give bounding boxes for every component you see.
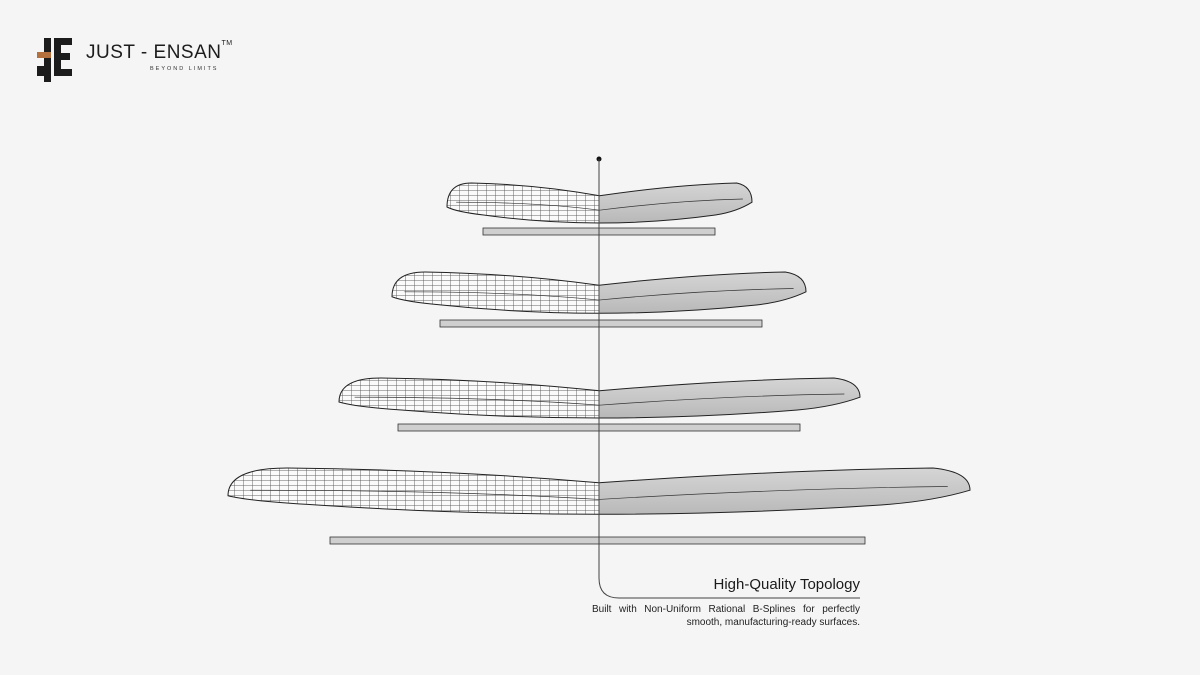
je-monogram-icon xyxy=(37,38,72,82)
tray-outline xyxy=(338,377,861,419)
callout-description: Built with Non-Uniform Rational B-Spline… xyxy=(592,604,860,628)
tray-outline xyxy=(391,271,807,314)
wireframe-half xyxy=(228,468,599,515)
brand-logo: JUST - ENSANTM BEYOND LIMITS xyxy=(36,38,236,82)
brand-tagline: BEYOND LIMITS xyxy=(150,66,219,72)
callout-caption: High-Quality Topology Built with Non-Uni… xyxy=(560,576,860,629)
tray-base xyxy=(329,536,866,545)
shaded-half xyxy=(599,468,970,515)
brand-name: JUST - ENSANTM xyxy=(86,40,233,63)
callout-title: High-Quality Topology xyxy=(713,576,860,593)
callout-line xyxy=(598,159,860,599)
tray-base xyxy=(439,319,763,328)
tray-outline xyxy=(446,182,753,224)
tray-outline xyxy=(227,467,971,515)
